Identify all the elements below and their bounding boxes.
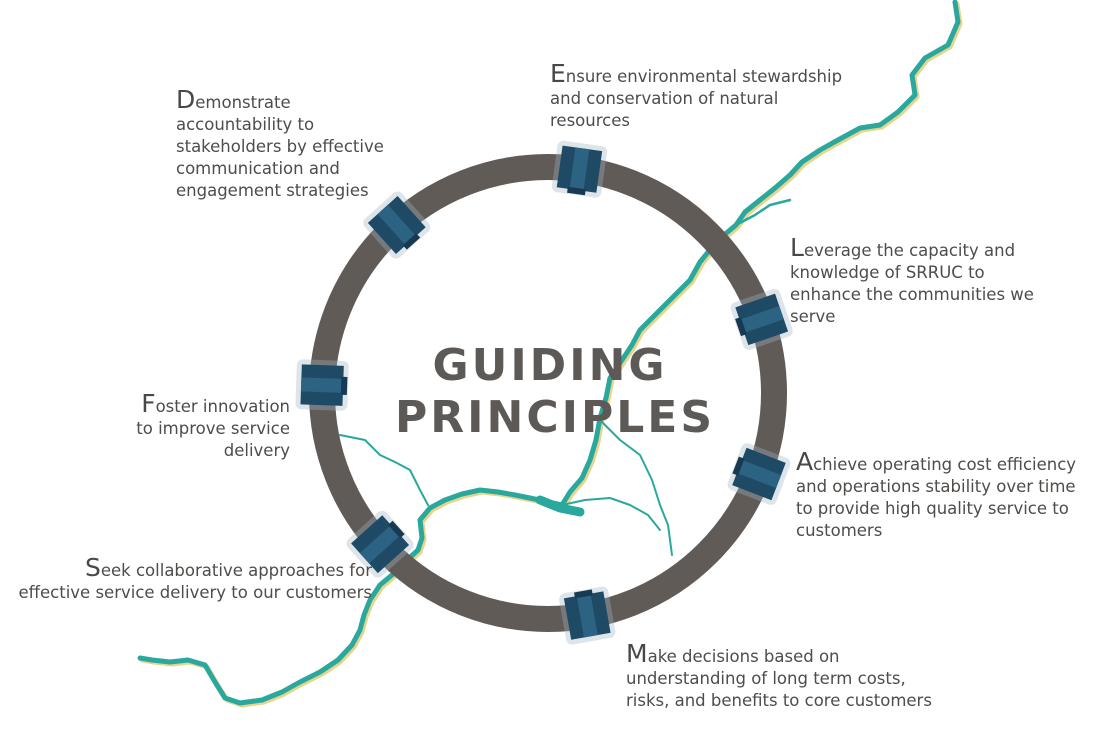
connector-right-upper — [730, 288, 793, 350]
river-branch-east — [734, 198, 792, 227]
principle-top: Ensure environmental stewardship and con… — [550, 61, 850, 132]
principle-cap: F — [141, 389, 156, 418]
connector-top — [551, 140, 608, 198]
principle-cap: E — [550, 59, 566, 88]
principle-text: eek collaborative approaches for effecti… — [18, 561, 373, 602]
river-branch-west — [339, 434, 429, 506]
river-main — [137, 0, 961, 706]
connector-right-lower — [727, 443, 791, 505]
principle-bottom-left: Seek collaborative approaches for effect… — [12, 555, 373, 604]
principle-text: everage the capacity and knowledge of SR… — [790, 241, 1034, 326]
connector-bottom — [559, 586, 616, 645]
river-shadow — [139, 1, 963, 708]
principle-text: ake decisions based on understanding of … — [626, 647, 932, 710]
principle-cap: A — [796, 447, 814, 476]
principle-right-lower: Achieve operating cost efficiency and op… — [796, 449, 1086, 542]
ring-connectors — [295, 140, 793, 645]
river-branch-south — [561, 497, 661, 531]
connector-top-left — [363, 191, 431, 259]
diagram-title-line1: GUIDING — [432, 340, 668, 391]
river — [137, 0, 963, 708]
principle-left: Foster innovation to improve service del… — [120, 391, 290, 462]
principle-text: emonstrate accountability to stakeholder… — [176, 93, 384, 200]
river-bulge — [535, 495, 585, 517]
principle-cap: L — [790, 233, 804, 262]
principle-bottom: Make decisions based on understanding of… — [626, 641, 936, 712]
principle-top-left: Demonstrate accountability to stakeholde… — [176, 87, 396, 202]
diagram-title-line2: PRINCIPLES — [395, 392, 716, 443]
connector-left — [295, 359, 349, 411]
principle-text: oster innovation to improve service deli… — [136, 397, 290, 460]
principle-cap: S — [85, 553, 101, 582]
principle-right-upper: Leverage the capacity and knowledge of S… — [790, 235, 1040, 328]
principle-text: nsure environmental stewardship and cons… — [550, 67, 843, 130]
connector-bottom-left — [346, 510, 414, 578]
principle-cap: M — [626, 639, 648, 668]
river-branch-inner — [599, 419, 673, 556]
principle-cap: D — [176, 85, 196, 114]
principle-text: chieve operating cost efficiency and ope… — [796, 455, 1077, 540]
